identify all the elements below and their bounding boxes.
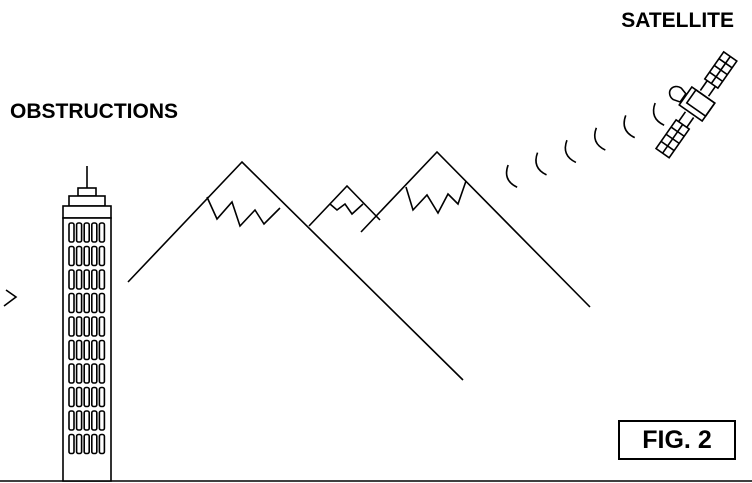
building-window <box>91 222 98 243</box>
solar-panel-top-cells <box>709 56 733 84</box>
figure-number-label: FIG. 2 <box>642 425 712 454</box>
solar-cell-divider <box>710 56 731 84</box>
mountain-middle-snowcap <box>329 202 364 216</box>
building-window <box>68 363 75 384</box>
solar-cell-divider <box>661 124 684 154</box>
signal-arc <box>593 127 606 151</box>
building-window <box>83 410 90 431</box>
building-window <box>98 339 106 361</box>
mountain-right-outline <box>360 150 591 308</box>
building-window <box>75 292 83 314</box>
building-window <box>75 386 83 408</box>
building-window <box>98 292 106 314</box>
solar-panel-bottom-cells <box>660 124 685 154</box>
signal-arc <box>535 152 547 176</box>
skyscraper-window-grid <box>68 222 106 455</box>
building-window <box>83 245 90 267</box>
mountain-left-snowcap <box>206 196 281 228</box>
satellite-label: SATELLITE <box>621 9 734 32</box>
building-window <box>98 363 106 384</box>
building-window <box>68 292 75 314</box>
skyscraper-body <box>62 217 112 482</box>
building-window <box>83 316 90 337</box>
building-window <box>68 316 75 337</box>
signal-arc <box>564 139 577 164</box>
building-window <box>83 339 90 361</box>
skyscraper-lower-tier <box>62 205 112 219</box>
building-window <box>98 386 106 408</box>
mountain-left-outline <box>127 160 464 381</box>
building-window <box>75 245 83 267</box>
building-window <box>75 410 83 431</box>
building-window <box>75 339 83 361</box>
building-window <box>68 386 75 408</box>
building-window <box>98 222 106 243</box>
building-window <box>83 433 90 455</box>
building-window <box>91 339 98 361</box>
building-window <box>68 410 75 431</box>
building-window <box>83 386 90 408</box>
skyscraper-upper-tier <box>68 195 106 207</box>
building-window <box>83 269 90 290</box>
signal-arc <box>623 115 636 139</box>
figure-number-box: FIG. 2 <box>618 420 736 460</box>
building-window <box>75 316 83 337</box>
building-window <box>75 363 83 384</box>
obstructions-label: OBSTRUCTIONS <box>10 100 178 123</box>
building-window <box>68 222 75 243</box>
partial-object-left-edge <box>3 289 18 307</box>
building-window <box>91 433 98 455</box>
mountain-right-snowcap <box>405 180 467 215</box>
building-window <box>83 292 90 314</box>
building-window <box>68 269 75 290</box>
satellite-body-face <box>685 88 716 118</box>
building-window <box>98 269 106 290</box>
satellite <box>654 50 738 159</box>
building-window <box>91 292 98 314</box>
building-window <box>98 410 106 431</box>
building-window <box>68 245 75 267</box>
building-window <box>75 269 83 290</box>
building-window <box>91 386 98 408</box>
signal-arc <box>652 102 665 126</box>
building-window <box>75 433 83 455</box>
building-window <box>98 433 106 455</box>
satellite-signal-waves <box>505 102 665 188</box>
building-window <box>75 222 83 243</box>
building-window <box>98 245 106 267</box>
building-window <box>91 269 98 290</box>
building-window <box>91 410 98 431</box>
mountain-range-obstruction <box>127 150 591 381</box>
mountain-middle-outline <box>308 184 381 227</box>
building-window <box>68 433 75 455</box>
building-window <box>68 339 75 361</box>
signal-arc <box>505 164 518 188</box>
building-window <box>91 245 98 267</box>
building-window <box>83 363 90 384</box>
building-window <box>91 363 98 384</box>
building-window <box>83 222 90 243</box>
skyscraper-obstruction <box>62 166 112 482</box>
building-window <box>91 316 98 337</box>
satellite-transmitter-dish <box>668 85 687 103</box>
skyscraper-top-cap <box>77 187 97 197</box>
building-window <box>98 316 106 337</box>
